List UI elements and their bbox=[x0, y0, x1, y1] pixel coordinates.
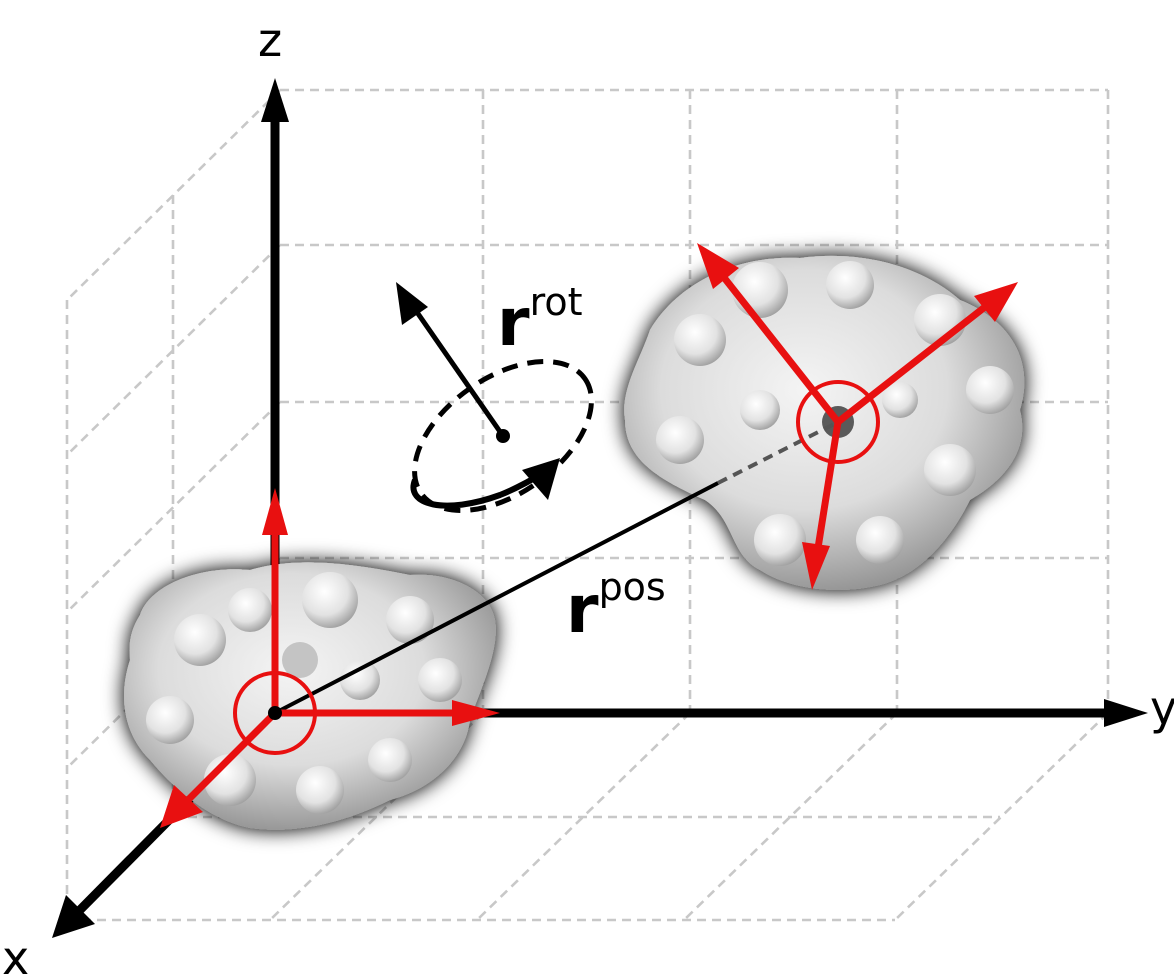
displaced-frame bbox=[697, 243, 1018, 590]
displaced-frame-arrowhead-2 bbox=[974, 282, 1018, 322]
z-axis-label: z bbox=[258, 13, 282, 67]
position-label-main: r bbox=[566, 571, 599, 648]
z-axis-arrowhead bbox=[261, 78, 289, 122]
rotation-center-dot bbox=[496, 429, 510, 443]
position-vector-label: rpos bbox=[566, 565, 666, 648]
displaced-frame-arrow-3 bbox=[814, 421, 842, 549]
displaced-frame-arrow-1 bbox=[719, 272, 841, 425]
origin-center-dot bbox=[268, 706, 282, 720]
molecule-displaced bbox=[624, 255, 1025, 591]
displaced-frame-arrowhead-1 bbox=[697, 243, 739, 289]
origin-frame bbox=[160, 488, 500, 828]
y-axis-label: y bbox=[1150, 681, 1174, 735]
x-axis-label: x bbox=[2, 931, 29, 980]
position-label-superscript: pos bbox=[599, 565, 666, 609]
rotation-axis-arrowhead bbox=[396, 282, 428, 325]
displaced-frame-arrowhead-3 bbox=[802, 542, 830, 590]
origin-frame-x-arrowhead bbox=[160, 785, 203, 828]
origin-frame-x-arrow bbox=[182, 710, 278, 806]
x-axis-arrowhead bbox=[52, 895, 95, 938]
displaced-marker-circle bbox=[796, 380, 880, 464]
origin-marker-circle bbox=[233, 671, 317, 755]
position-vector bbox=[274, 420, 839, 715]
rotation-label-superscript: rot bbox=[530, 280, 583, 324]
y-axis-arrowhead bbox=[1104, 699, 1148, 727]
origin-frame-z-arrowhead bbox=[262, 488, 288, 535]
origin-frame-y-arrowhead bbox=[452, 700, 500, 726]
rotation-vector-label: rrot bbox=[497, 280, 583, 361]
rotation-symbol bbox=[396, 282, 594, 513]
displaced-frame-arrow-2 bbox=[835, 300, 993, 425]
rotation-label-main: r bbox=[497, 284, 530, 361]
rotation-direction-arrowhead bbox=[522, 458, 560, 500]
rotation-axis-line bbox=[409, 303, 506, 438]
